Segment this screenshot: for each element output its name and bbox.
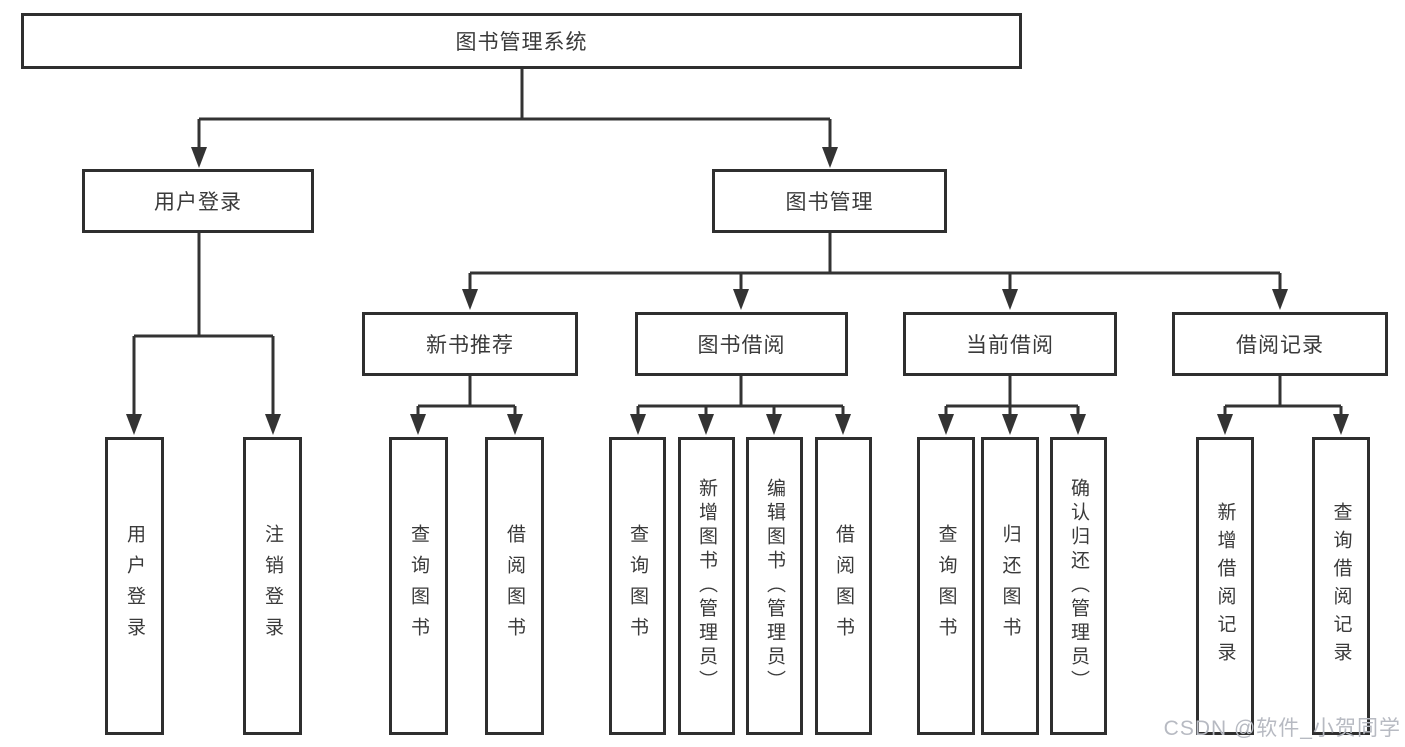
leaf-query-books-current: 查询图书 xyxy=(917,437,975,735)
node-new-book-recommend: 新书推荐 xyxy=(362,312,578,376)
node-label: 图书管理系统 xyxy=(455,31,588,54)
edge-bookmgmt-to-level3 xyxy=(468,232,1282,292)
node-label: 查询借阅记录 xyxy=(1330,502,1352,670)
node-label: 查询图书 xyxy=(935,524,957,648)
node-root-system: 图书管理系统 xyxy=(21,13,1022,69)
node-label: 归还图书 xyxy=(999,524,1021,648)
node-label: 注销登录 xyxy=(262,524,283,648)
csdn-watermark: CSDN @软件_小贺同学 xyxy=(1163,717,1401,740)
edge-borrowing-to-leaves xyxy=(636,375,845,418)
node-label: 新书推荐 xyxy=(426,334,514,357)
leaf-borrow-books-recommend: 借阅图书 xyxy=(485,437,544,735)
leaf-confirm-return-admin: 确认归还（管理员） xyxy=(1050,437,1107,735)
leaf-query-borrow-record: 查询借阅记录 xyxy=(1312,437,1370,735)
node-label: 借阅图书 xyxy=(504,524,525,648)
node-book-management: 图书管理 xyxy=(712,169,947,233)
node-label: 查询图书 xyxy=(408,524,429,648)
node-label: 借阅图书 xyxy=(833,524,854,648)
node-label: 编辑图书（管理员） xyxy=(764,478,785,694)
node-label: 图书管理 xyxy=(785,191,874,214)
node-label: 用户登录 xyxy=(154,191,242,214)
leaf-user-login: 用户登录 xyxy=(105,437,164,735)
leaf-borrow-books-borrowing: 借阅图书 xyxy=(815,437,872,735)
node-book-borrowing: 图书借阅 xyxy=(635,312,848,376)
node-label: 借阅记录 xyxy=(1236,334,1324,357)
leaf-edit-book-admin: 编辑图书（管理员） xyxy=(746,437,803,735)
edge-root-to-level2 xyxy=(197,69,832,150)
node-borrowing-records: 借阅记录 xyxy=(1172,312,1388,376)
arrowheads xyxy=(126,147,1349,435)
node-current-borrowing: 当前借阅 xyxy=(903,312,1117,376)
node-label: 新增借阅记录 xyxy=(1214,502,1236,670)
leaf-return-books: 归还图书 xyxy=(981,437,1039,735)
leaf-query-books-recommend: 查询图书 xyxy=(389,437,448,735)
node-label: 当前借阅 xyxy=(966,334,1054,357)
edge-records-to-leaves xyxy=(1223,375,1343,418)
node-label: 用户登录 xyxy=(124,524,145,648)
leaf-add-book-admin: 新增图书（管理员） xyxy=(678,437,735,735)
node-user-login: 用户登录 xyxy=(82,169,314,233)
node-label: 图书借阅 xyxy=(697,334,786,357)
edge-userlogin-to-leaves xyxy=(132,233,275,416)
leaf-query-books-borrowing: 查询图书 xyxy=(609,437,666,735)
leaf-add-borrow-record: 新增借阅记录 xyxy=(1196,437,1254,735)
node-label: 查询图书 xyxy=(627,524,648,648)
node-label: 确认归还（管理员） xyxy=(1068,478,1089,694)
edge-current-to-leaves xyxy=(944,375,1080,418)
leaf-logout: 注销登录 xyxy=(243,437,302,735)
edge-newbook-to-leaves xyxy=(416,375,517,418)
node-label: 新增图书（管理员） xyxy=(696,478,717,694)
